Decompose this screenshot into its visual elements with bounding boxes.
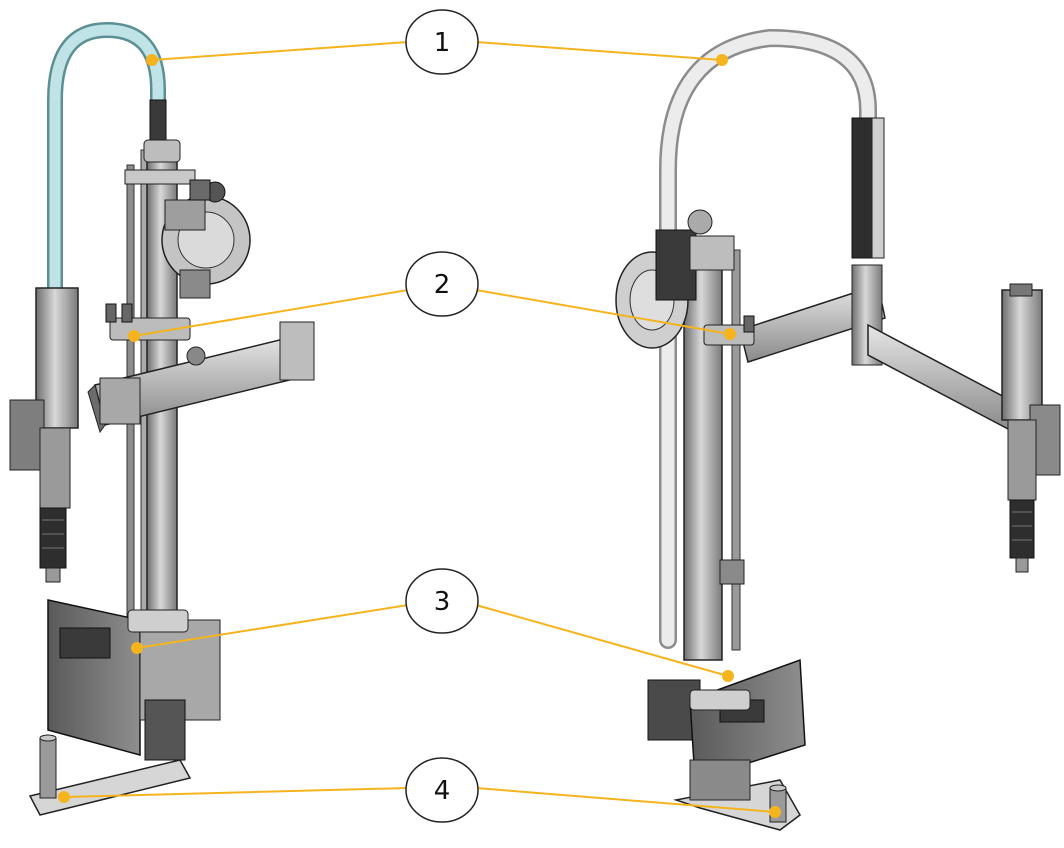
- callout-2: 2: [405, 251, 479, 317]
- left-control-box: [47, 599, 221, 761]
- callout-1-label: 1: [434, 28, 451, 58]
- callout-1: 1: [405, 9, 479, 75]
- right-main-column: [683, 239, 723, 661]
- left-horizontal-arm: [87, 321, 315, 434]
- anchor-dot-3-right: [722, 670, 734, 682]
- right-control-box: [647, 658, 806, 782]
- anchor-dot-2-right: [724, 328, 736, 340]
- anchor-dot-3-left: [131, 642, 143, 654]
- right-tool-support-arm: [615, 28, 1061, 831]
- callout-4-label: 4: [434, 776, 451, 806]
- anchor-dot-1-left: [146, 54, 158, 66]
- anchor-dot-4-left: [58, 791, 70, 803]
- right-base-plate: [673, 759, 801, 831]
- leader-lines: [63, 41, 776, 813]
- left-tool-support-arm: [9, 21, 315, 816]
- leader-line-1-right: [475, 41, 723, 61]
- leader-line-2-left: [133, 289, 409, 337]
- left-balancer: [161, 179, 251, 299]
- leader-line-4-left: [63, 787, 409, 798]
- left-tool-holder: [9, 287, 79, 583]
- anchor-dots: [58, 54, 781, 818]
- callout-3-label: 3: [434, 587, 451, 617]
- anchor-dot-4-right: [769, 806, 781, 818]
- leader-line-2-right: [475, 289, 731, 335]
- anchor-dot-1-right: [716, 54, 728, 66]
- right-tool-holder: [1001, 283, 1061, 573]
- leader-line-3-left: [136, 604, 409, 649]
- anchor-dot-2-left: [128, 330, 140, 342]
- left-base-plate: [28, 734, 192, 816]
- leader-line-4-right: [475, 787, 776, 813]
- callout-3: 3: [405, 568, 479, 634]
- leader-line-3-right: [475, 604, 729, 677]
- right-back-arm: [739, 264, 1011, 432]
- callout-2-label: 2: [434, 270, 451, 300]
- callout-4: 4: [405, 757, 479, 823]
- leader-line-1-left: [151, 41, 409, 61]
